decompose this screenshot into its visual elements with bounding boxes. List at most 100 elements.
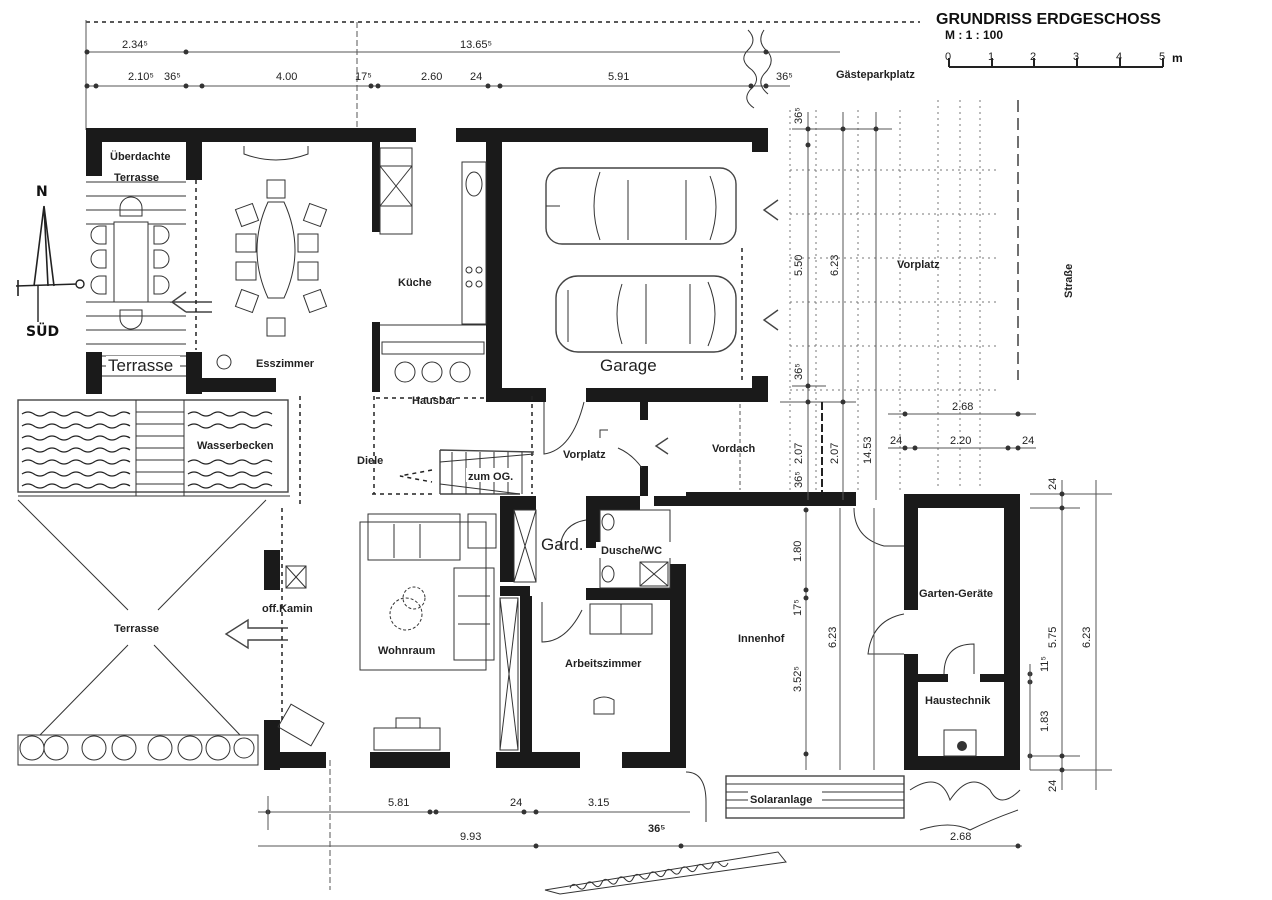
label-haustechnik: Haustechnik [925,695,991,707]
svg-text:5: 5 [1159,51,1165,63]
svg-text:4: 4 [1116,51,1122,63]
label-hausbar: Hausbar [412,395,457,407]
room-innenhof: Innenhof 1.80 17⁵ 3.52⁵ 6.23 36⁵ [738,471,905,770]
svg-text:17⁵: 17⁵ [355,71,372,83]
svg-text:2.68: 2.68 [950,831,971,843]
room-garten-geraete: Garten-Geräte Haustechnik [919,588,993,757]
car-bottom [555,275,737,353]
svg-text:17⁵: 17⁵ [792,599,804,616]
compass-north-arrow: N SÜD [15,184,85,340]
label-garage: Garage [600,356,657,375]
svg-text:3.15: 3.15 [588,797,609,809]
svg-text:4.00: 4.00 [276,71,297,83]
svg-text:2.60: 2.60 [421,71,442,83]
svg-text:2.07: 2.07 [829,443,841,464]
svg-text:36⁵: 36⁵ [776,71,793,83]
svg-text:36⁵: 36⁵ [793,107,805,124]
compass-south-label: SÜD [26,322,59,340]
svg-text:36⁵: 36⁵ [648,823,665,835]
svg-text:0: 0 [945,51,951,63]
svg-text:24: 24 [1022,435,1034,447]
side-dimensions: 24 5.75 6.23 11⁵ 1.83 24 [1027,478,1112,792]
compass-north-label: N [36,184,48,200]
scale-bar: 0 1 2 3 4 5 m [945,51,1183,68]
svg-text:24: 24 [1047,478,1059,490]
label-arbeitszimmer: Arbeitszimmer [565,658,642,670]
svg-text:3: 3 [1073,51,1079,63]
car-top [545,167,737,245]
label-wohnraum: Wohnraum [378,645,435,657]
svg-text:13.65⁵: 13.65⁵ [460,39,492,51]
svg-text:3.52⁵: 3.52⁵ [792,666,804,692]
label-vorplatz-inner: Vorplatz [563,449,606,461]
svg-text:2.10⁵: 2.10⁵ [128,71,154,83]
svg-text:2.34⁵: 2.34⁵ [122,39,148,51]
bottom-dimensions: 5.81 24 3.15 36⁵ 9.93 2.68 [258,760,1022,895]
hedge-planting [17,734,259,766]
label-innenhof: Innenhof [738,633,785,645]
label-vordach: Vordach [712,443,755,455]
svg-text:11⁵: 11⁵ [1039,656,1051,672]
label-ueberdachte: Überdachte [110,150,171,163]
wasserbecken: Wasserbecken [17,396,301,505]
label-esszimmer: Esszimmer [256,358,315,370]
room-terrasse-large: Terrasse [17,499,288,766]
label-kueche: Küche [398,277,432,289]
label-strasse: Straße [1063,264,1075,298]
svg-text:1.80: 1.80 [792,541,804,562]
svg-text:36⁵: 36⁵ [164,71,181,83]
label-garten-geraete: Garten-Geräte [919,588,993,600]
svg-text:36⁵: 36⁵ [793,363,805,380]
svg-text:1.83: 1.83 [1039,711,1051,732]
title-block: GRUNDRISS ERDGESCHOSS M : 1 : 100 0 1 2 … [936,11,1183,68]
label-solaranlage: Solaranlage [750,794,812,806]
vorplatz-paving: Vorplatz Straße [789,100,1075,490]
solaranlage: Solaranlage [685,771,905,822]
svg-text:2: 2 [1030,51,1036,63]
svg-text:5.91: 5.91 [608,71,629,83]
svg-text:6.23: 6.23 [827,627,839,648]
svg-text:1: 1 [988,51,994,63]
vorplatz-dimensions: 36⁵ 5.50 6.23 36⁵ 2.07 2.07 14.53 2.68 2… [780,107,1036,500]
walls [86,128,1020,770]
label-gaesteparkplatz: Gästeparkplatz [836,69,915,81]
room-dusche-wc: Gard. Dusche/WC [513,509,672,589]
top-dimensions: 2.34⁵ 13.65⁵ 2.10⁵ 36⁵ 4.00 17⁵ 2.60 24 … [84,20,920,130]
svg-text:5.50: 5.50 [793,255,805,276]
label-wasserbecken: Wasserbecken [197,440,274,452]
svg-text:24: 24 [510,797,522,809]
label-terrasse-large: Terrasse [114,623,159,635]
label-vorplatz-outer: Vorplatz [897,259,940,271]
plan-title: GRUNDRISS ERDGESCHOSS [936,11,1161,28]
label-dusche-wc: Dusche/WC [601,545,662,557]
staircase: zum OG. [372,449,535,495]
label-zum-og: zum OG. [468,471,513,483]
room-kueche: Küche Hausbar [376,147,487,407]
label-terrasse-small: Terrasse [108,356,173,375]
svg-text:2.68: 2.68 [952,401,973,413]
svg-text:24: 24 [890,435,902,447]
svg-text:6.23: 6.23 [1081,627,1093,648]
label-ueberdachte-terrasse: Terrasse [114,172,159,184]
svg-text:m: m [1172,51,1183,65]
room-diele: Diele zum OG. [357,396,535,495]
plan-scale: M : 1 : 100 [945,28,1003,42]
svg-text:5.81: 5.81 [388,797,409,809]
svg-text:14.53: 14.53 [862,436,874,464]
svg-text:2.20: 2.20 [950,435,971,447]
svg-text:24: 24 [470,71,482,83]
label-diele: Diele [357,455,383,467]
svg-text:9.93: 9.93 [460,831,481,843]
room-ueberdachte-terrasse: Überdachte Terrasse Terrasse [86,150,212,377]
label-off-kamin: off.Kamin [262,603,313,615]
entry-vorplatz: Vorplatz Vordach [543,401,755,490]
svg-text:36⁵: 36⁵ [793,471,805,488]
svg-text:5.75: 5.75 [1047,627,1059,648]
room-wohnraum: Wohnraum off.Kamin [262,508,497,751]
room-esszimmer: Esszimmer [195,146,328,370]
room-garage: Garage [545,167,779,384]
svg-text:6.23: 6.23 [829,255,841,276]
room-arbeitszimmer: Arbeitszimmer [499,597,653,751]
svg-text:24: 24 [1047,780,1059,792]
